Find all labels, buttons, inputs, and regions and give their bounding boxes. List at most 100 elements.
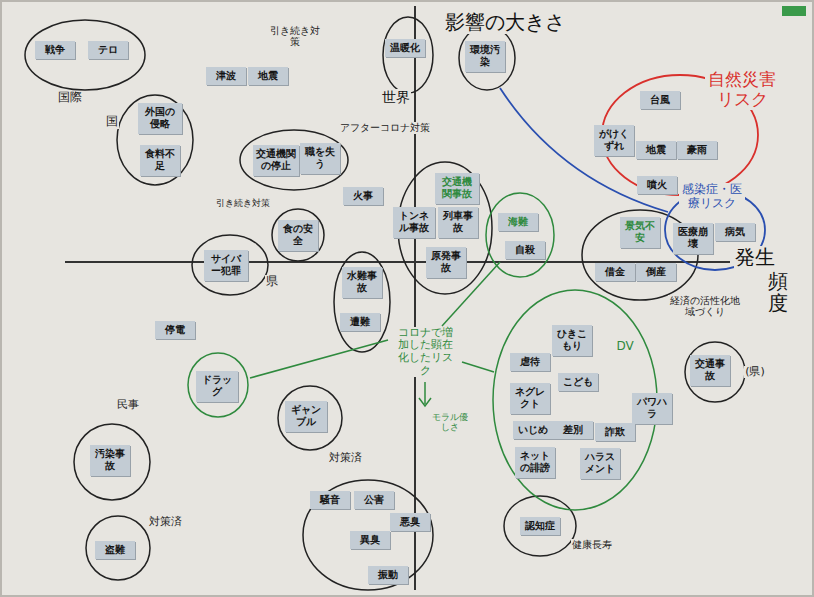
sticky-note: 豪雨 <box>677 141 717 160</box>
sticky-note: ネグレクト <box>510 383 550 414</box>
group-circle <box>240 130 348 190</box>
sticky-note: 借金 <box>595 263 635 282</box>
handwritten-label: 世界 <box>381 89 411 105</box>
note-text: 交通事故 <box>693 358 727 383</box>
note-text: 職を失う <box>303 146 337 171</box>
handwritten-label: 国 <box>105 115 119 129</box>
sticky-note: 食の安全 <box>278 220 318 251</box>
group-circle <box>334 252 390 352</box>
handwritten-label: 影響の大きさ <box>444 11 566 34</box>
sticky-note: 景気不安 <box>620 217 660 248</box>
note-text: 停電 <box>158 324 192 337</box>
green-arrow-line <box>424 382 426 404</box>
note-text: 認知症 <box>523 520 557 533</box>
note-text: 食料不足 <box>143 148 177 173</box>
note-text: 詐欺 <box>598 426 632 439</box>
handwritten-label: DV <box>615 340 634 354</box>
group-circle <box>86 516 150 580</box>
sticky-note: 津波 <box>206 67 246 86</box>
group-circle <box>459 26 515 90</box>
sticky-note: 差別 <box>553 421 593 440</box>
sticky-note: テロ <box>88 41 128 60</box>
sticky-note: 職を失う <box>300 143 340 174</box>
handwritten-label: アフターコロナ対策 <box>339 122 431 134</box>
sticky-note: こども <box>558 373 598 392</box>
sticky-note: ギャンブル <box>285 401 327 432</box>
note-text: 虐待 <box>513 356 547 369</box>
handwritten-label: 国際 <box>57 91 83 105</box>
note-text: 汚染事故 <box>93 448 127 473</box>
note-text: 食の安全 <box>281 223 315 248</box>
sticky-note: 温暖化 <box>385 39 425 58</box>
sticky-note: 異臭 <box>350 531 390 550</box>
note-text: 地震 <box>639 144 673 157</box>
group-circle <box>74 424 150 500</box>
note-text: 台風 <box>643 94 677 107</box>
note-text: 借金 <box>598 266 632 279</box>
group-circle <box>504 496 576 556</box>
note-text: 噴火 <box>640 179 674 192</box>
handwritten-label: 引き続き対策 <box>269 25 321 48</box>
sticky-note: ネットの誹謗 <box>515 447 555 478</box>
sticky-note: 交通事故 <box>690 355 730 386</box>
sticky-note: 認知症 <box>520 517 560 536</box>
sticky-note: 公害 <box>354 491 394 510</box>
sticky-note: 地震 <box>636 141 676 160</box>
note-text: 交通機関事故 <box>438 176 476 201</box>
sticky-note: 環境汚染 <box>465 41 505 72</box>
note-text: ドラッグ <box>199 374 235 399</box>
note-text: ネットの誹謗 <box>518 450 552 475</box>
sticky-note: 外国の侵略 <box>138 103 182 134</box>
group-circle <box>486 193 554 277</box>
note-text: 自殺 <box>508 244 542 257</box>
note-text: ギャンブル <box>288 404 324 429</box>
sticky-note: ハラスメント <box>580 448 620 479</box>
note-text: トンネル事故 <box>396 210 432 235</box>
sticky-note: 遭難 <box>340 313 380 332</box>
sticky-note: 交通機関事故 <box>435 173 479 204</box>
corner-tag <box>782 6 806 16</box>
group-circle <box>685 342 745 402</box>
sticky-note: ひきこもり <box>552 325 592 356</box>
group-circle <box>188 353 248 417</box>
sticky-note: 振動 <box>368 566 408 585</box>
handwritten-label: 県 <box>265 275 279 289</box>
note-text: 環境汚染 <box>468 44 502 69</box>
green-link-line <box>462 362 494 372</box>
handwritten-label: 民事 <box>116 399 140 412</box>
handwritten-label: 頻度 <box>768 270 788 314</box>
handwritten-label: 対策済 <box>328 452 363 465</box>
handwritten-label: 発生 <box>734 246 776 269</box>
handwritten-label: 引き続き対策 <box>215 198 271 208</box>
handwritten-label: (県) <box>744 366 766 379</box>
note-text: ネグレクト <box>513 386 547 411</box>
note-text: ハラスメント <box>583 451 617 476</box>
note-text: 水難事故 <box>345 270 379 295</box>
note-text: サイバー犯罪 <box>207 253 245 278</box>
note-text: 海難 <box>501 216 535 229</box>
note-text: 盗難 <box>98 544 132 557</box>
note-text: 病気 <box>718 226 752 239</box>
group-circle <box>272 209 324 261</box>
note-text: 差別 <box>556 424 590 437</box>
note-text: 公害 <box>357 494 391 507</box>
sticky-note: 原発事故 <box>426 247 466 278</box>
sticky-note: 自殺 <box>505 241 545 260</box>
sticky-note: トンネル事故 <box>393 207 435 238</box>
note-text: 倒産 <box>639 266 673 279</box>
sticky-note: 詐欺 <box>595 423 635 442</box>
note-text: パワハラ <box>635 396 669 421</box>
handwritten-label: 感染症・医療リスク <box>679 183 745 211</box>
note-text: 豪雨 <box>680 144 714 157</box>
sticky-note: 地震 <box>248 67 288 86</box>
note-text: 振動 <box>371 569 405 582</box>
note-text: 温暖化 <box>388 42 422 55</box>
group-circle <box>192 235 268 295</box>
sticky-note: 列車事故 <box>438 207 478 238</box>
group-circle <box>303 480 433 590</box>
note-text: 交通機関の停止 <box>256 148 296 173</box>
note-text: 遭難 <box>343 316 377 329</box>
sticky-note: 食料不足 <box>140 145 180 176</box>
sticky-note: 病気 <box>715 223 755 242</box>
